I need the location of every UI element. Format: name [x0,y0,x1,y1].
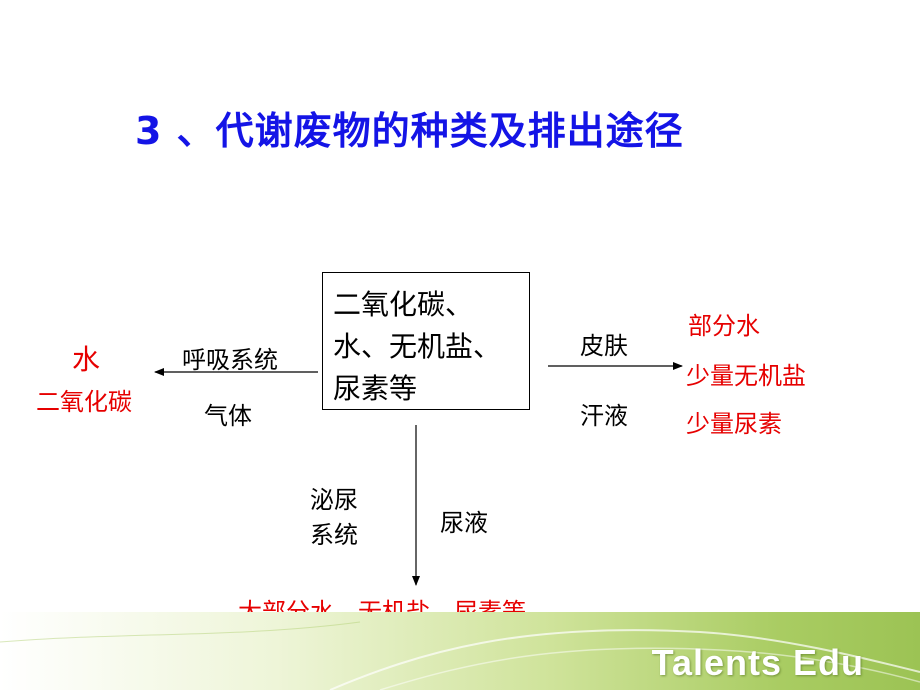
urinary-label-line-1: 泌尿 [310,486,358,514]
urine-label: 尿液 [440,509,488,537]
center-box-line-2: 水、无机盐、 [333,330,502,363]
footer-swirl-decoration [0,621,920,690]
urinary-label-line-2: 系统 [310,521,358,549]
sweat-label: 汗液 [580,402,628,430]
right-product-1: 部分水 [688,312,760,340]
center-box-line-1: 二氧化碳、 [333,288,474,321]
footer-brand-text: Talents Edu [651,642,864,683]
right-product-3: 少量尿素 [686,410,782,438]
skin-label: 皮肤 [580,332,628,360]
waste-types-box: 二氧化碳、 水、无机盐、 尿素等 [322,272,530,410]
center-box-line-3: 尿素等 [333,372,418,405]
gas-label: 气体 [204,402,252,430]
respiratory-system-label: 呼吸系统 [182,346,278,374]
right-product-2: 少量无机盐 [686,362,806,390]
slide-title: 3 、代谢废物的种类及排出途径 [135,109,684,153]
left-product-water: 水 [72,343,101,376]
footer-banner: Talents Edu [0,612,920,690]
left-product-co2: 二氧化碳 [36,388,132,416]
